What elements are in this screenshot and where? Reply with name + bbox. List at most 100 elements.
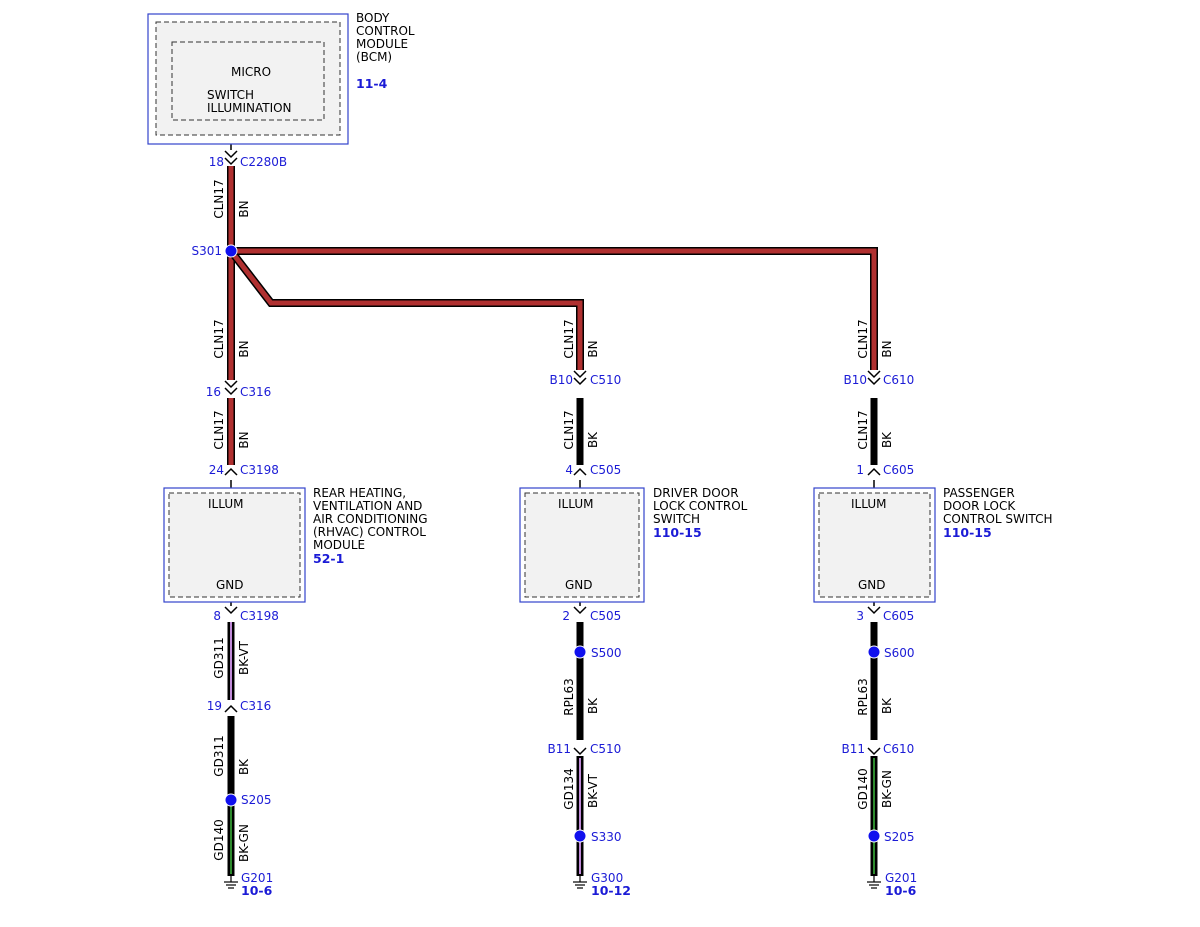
splice-s600[interactable] [867,645,881,659]
rhvac-name: AIR CONDITIONING [313,512,428,526]
splice-label: S301 [191,244,222,258]
connector-c505-in-symbol [573,467,587,476]
pin-label: 19 [207,699,222,713]
passenger-switch-module[interactable]: ILLUM GND [813,487,936,603]
connector-c316-b-symbol [224,704,238,713]
wire-color-label: BK-VT [586,773,600,808]
ground-ref-link[interactable]: 10-6 [885,883,917,898]
connector-c316-a-symbol [224,380,238,389]
wire-circuit-label: CLN17 [212,410,226,449]
driver-name: DRIVER DOOR [653,486,739,500]
pin-label: B10 [843,373,867,387]
splice-s205-right[interactable] [867,829,881,843]
driver-illum-pin: ILLUM [558,497,593,511]
wire-circuit-label: RPL63 [856,678,870,716]
rhvac-name: MODULE [313,538,365,552]
bcm-name: (BCM) [356,50,392,64]
wire-color-label: BK [880,431,894,448]
wire-circuit-label: GD134 [562,768,576,809]
wire-color-label: BK [586,431,600,448]
wire-color-label: BN [237,431,251,448]
pin-label: 24 [209,463,224,477]
splices [224,244,881,843]
passenger-ref-link[interactable]: 110-15 [943,525,992,540]
connector-c3198-in-symbol [224,467,238,476]
connector-c505-out-symbol [573,606,587,615]
wire-color-label: BK [237,758,251,775]
wire-color-label: BN [880,340,894,357]
pin-label: B11 [841,742,865,756]
connector-id[interactable]: C510 [590,742,621,756]
pin-label: 1 [856,463,864,477]
connector-symbols [224,150,881,756]
connector-id[interactable]: C3198 [240,463,279,477]
connector-id[interactable]: C505 [590,609,621,623]
ground-symbols [224,876,881,889]
wire-circuit-label: CLN17 [562,319,576,358]
wire-circuit-label: GD311 [212,735,226,776]
driver-name: LOCK CONTROL [653,499,748,513]
rhvac-ref-link[interactable]: 52-1 [313,551,344,566]
bcm-module[interactable]: MICRO SWITCH ILLUMINATION [147,13,349,145]
passenger-name: DOOR LOCK [943,499,1016,513]
connector-id[interactable]: C610 [883,742,914,756]
splice-s500[interactable] [573,645,587,659]
ground-id: G201 [241,871,273,885]
connector-id[interactable]: C505 [590,463,621,477]
connector-id[interactable]: C316 [240,699,271,713]
wire-s301-driver[interactable] [227,248,584,370]
ground-icon [573,876,587,889]
wire-circuit-label: CLN17 [212,179,226,218]
bcm-switch-label: SWITCH [207,88,254,102]
ground-id: G201 [885,871,917,885]
ground-ref-link[interactable]: 10-6 [241,883,273,898]
wire-circuit-label: GD140 [856,768,870,809]
passenger-name: CONTROL SWITCH [943,512,1052,526]
pin-label: B11 [547,742,571,756]
bcm-ref-link[interactable]: 11-4 [356,76,388,91]
splice-label: S600 [884,646,915,660]
splice-label: S205 [884,830,915,844]
wire-labels: CLN17 BN CLN17 BN CLN17 BN GD311 BK-VT G… [212,179,894,862]
rhvac-gnd-pin: GND [216,578,244,592]
bcm-name: MODULE [356,37,408,51]
wire-circuit-label: GD140 [212,819,226,860]
driver-name: SWITCH [653,512,700,526]
connector-id[interactable]: C605 [883,609,914,623]
pin-label: B10 [549,373,573,387]
connector-c3198-out-symbol [224,606,238,615]
connector-id[interactable]: C510 [590,373,621,387]
ground-ref-link[interactable]: 10-12 [591,883,631,898]
pin-label: 2 [562,609,570,623]
pin-label: 3 [856,609,864,623]
wire-color-label: BK [586,697,600,714]
wire-color-label: BK-VT [237,640,251,675]
connector-c510-b-symbol [573,747,587,756]
splice-s301[interactable] [224,244,238,258]
connector-labels: 18 C2280B 16 C316 24 C3198 B10 C510 4 C5… [206,155,915,756]
bcm-name: BODY [356,11,390,25]
connector-id[interactable]: C316 [240,385,271,399]
rhvac-module[interactable]: ILLUM GND [163,487,306,603]
wire-circuit-label: CLN17 [856,319,870,358]
ground-icon [867,876,881,889]
connector-id[interactable]: C610 [883,373,914,387]
wire-circuit-label: GD311 [212,637,226,678]
pin-label: 8 [213,609,221,623]
splice-s205-left[interactable] [224,793,238,807]
pin-label: 18 [209,155,224,169]
ground-id: G300 [591,871,623,885]
bcm-name: CONTROL [356,24,415,38]
driver-ref-link[interactable]: 110-15 [653,525,702,540]
splice-s330[interactable] [573,829,587,843]
pin-label: 16 [206,385,221,399]
splice-label: S500 [591,646,622,660]
driver-switch-module[interactable]: ILLUM GND [519,487,645,603]
connector-id[interactable]: C605 [883,463,914,477]
connector-c610-a-symbol [867,370,881,379]
wire-s301-passenger[interactable] [231,247,878,370]
connector-id[interactable]: C2280B [240,155,287,169]
rhvac-name: (RHVAC) CONTROL [313,525,426,539]
connector-id[interactable]: C3198 [240,609,279,623]
